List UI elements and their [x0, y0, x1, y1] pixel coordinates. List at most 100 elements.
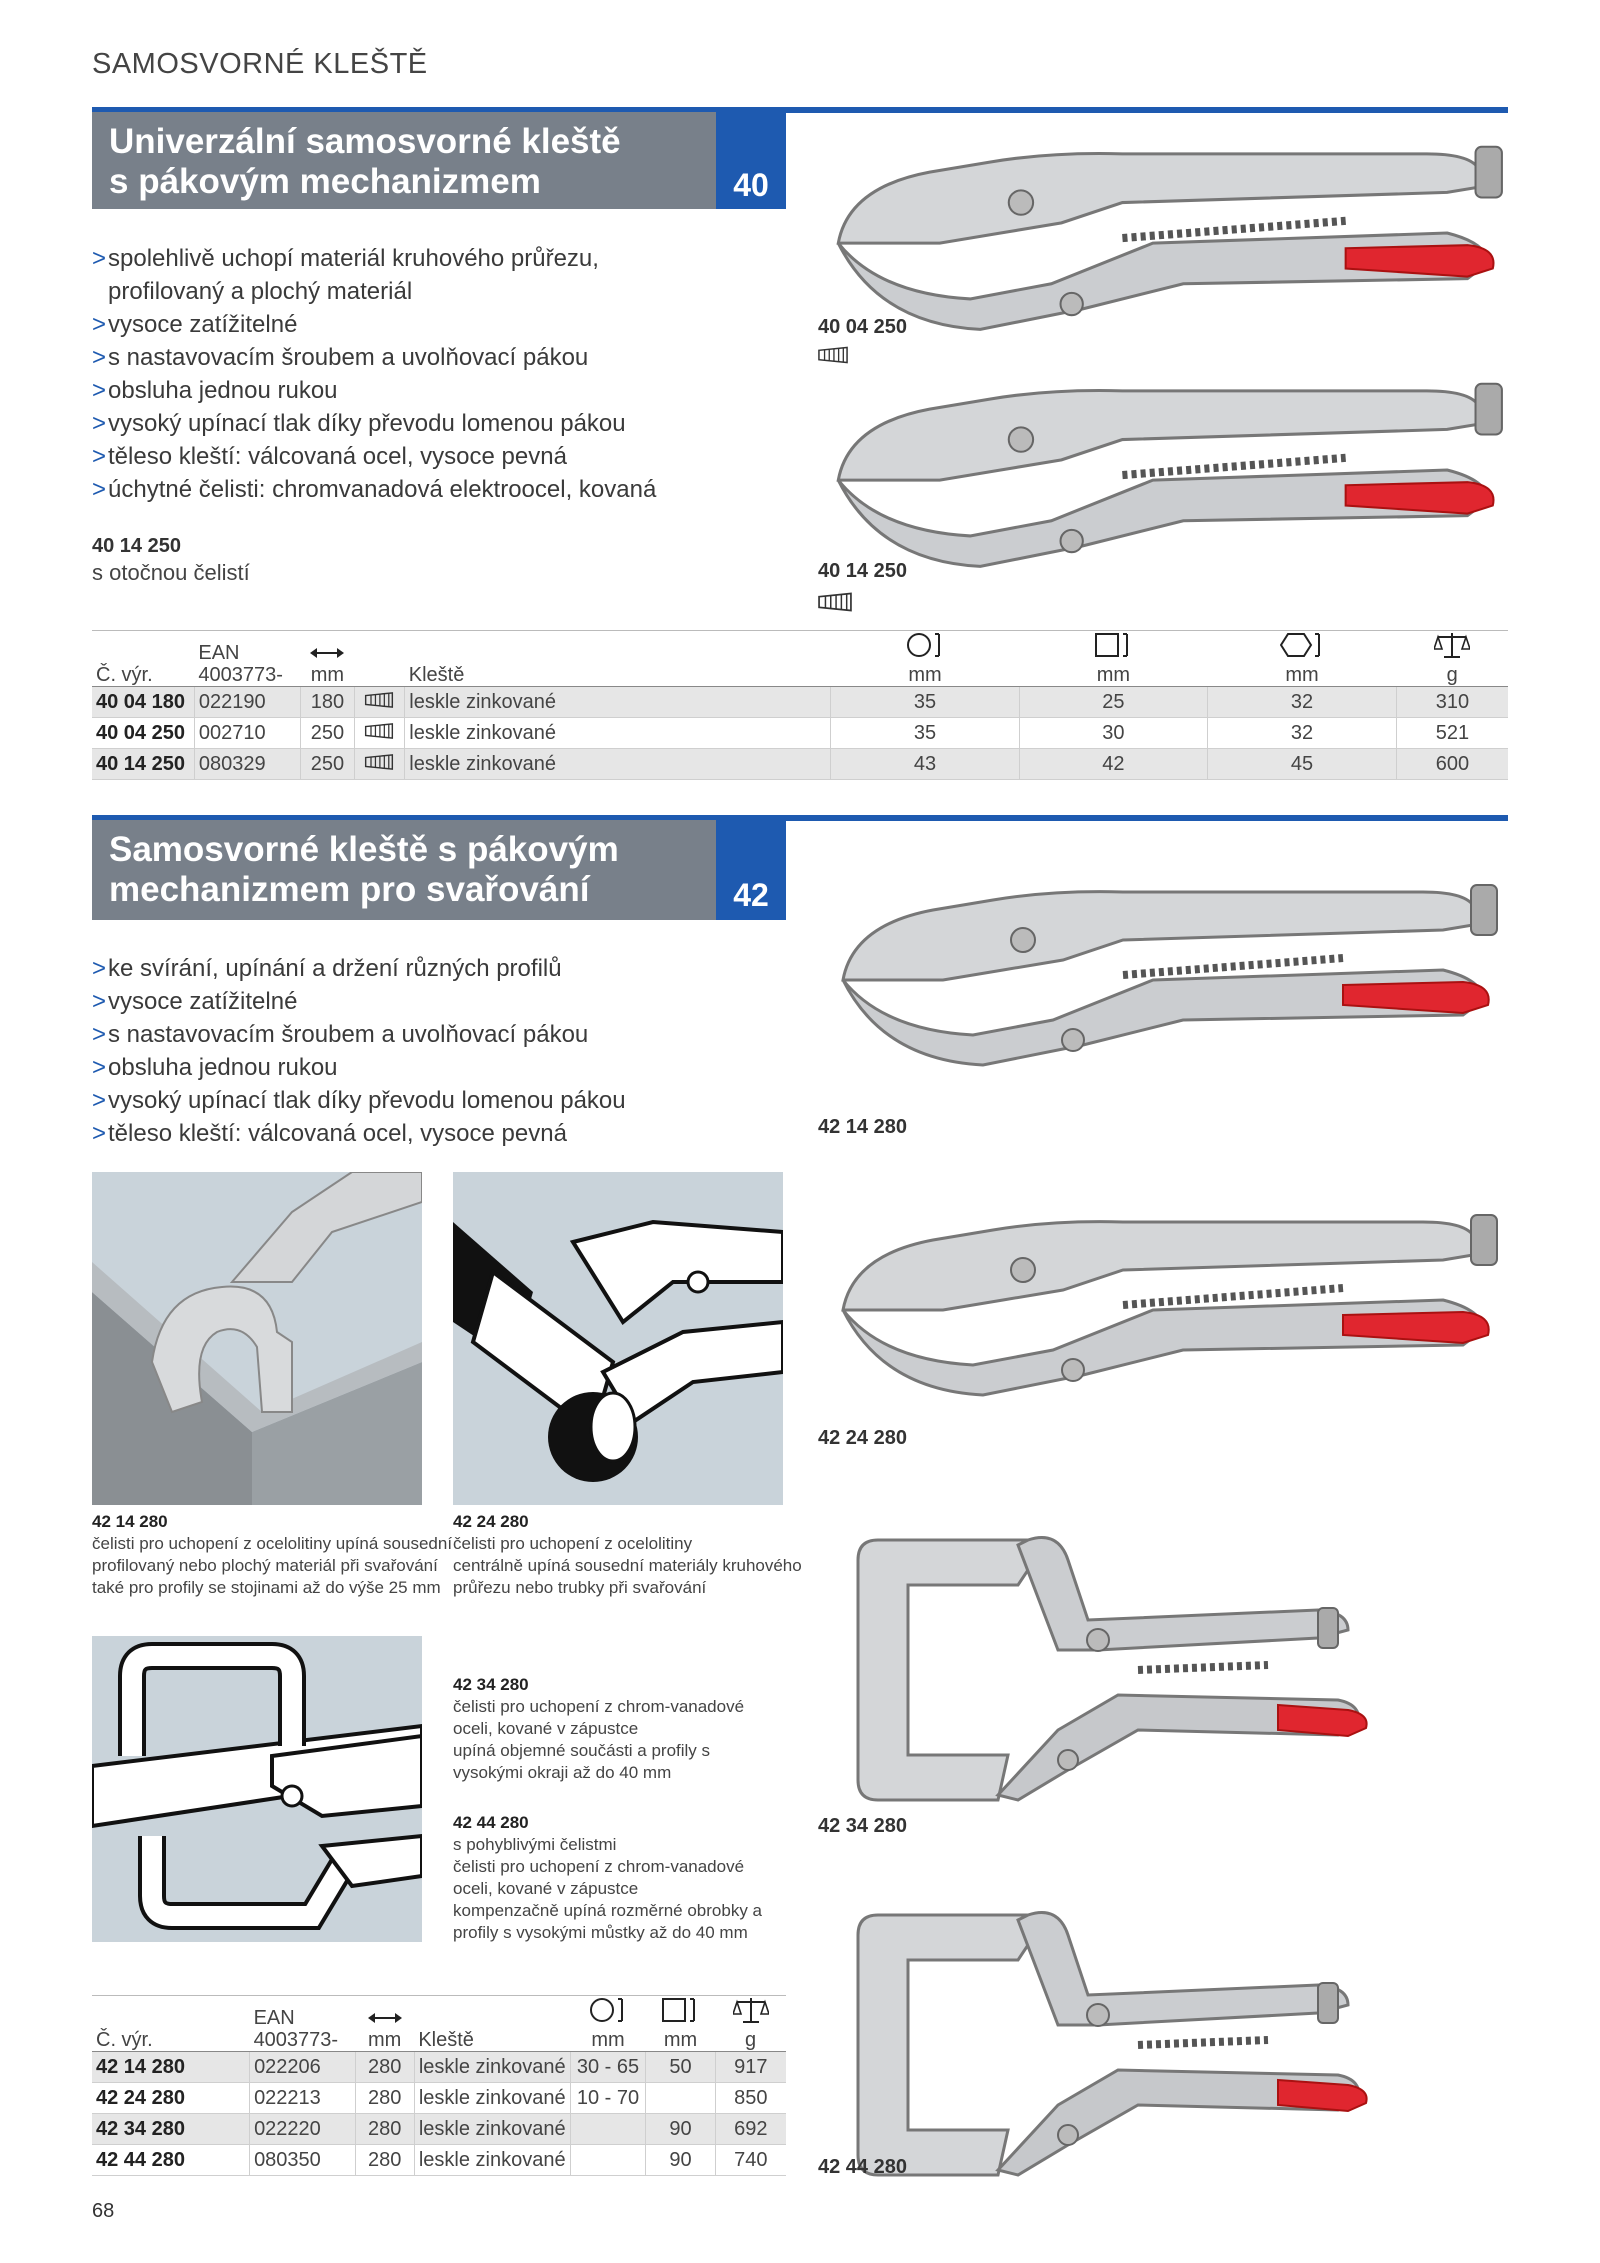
feature-item: úchytné čelisti: chromvanadová elektrooc…: [92, 473, 772, 506]
cell-weight: 692: [714, 2113, 786, 2145]
image-code-40-14-250: 40 14 250: [818, 560, 907, 582]
application-drawing-42-24-280: [453, 1172, 783, 1505]
cell-square: [645, 2082, 716, 2114]
scale-icon: [733, 1996, 769, 2024]
pliers-42-24-280-image: [818, 1200, 1508, 1400]
square-capacity-icon: [660, 1996, 700, 2024]
col-art: Č. výr.: [92, 1995, 250, 2052]
cell-ean: 080350: [249, 2144, 356, 2176]
wedge-icon: [364, 754, 394, 770]
cell-finish: leskle zinkované: [413, 2144, 571, 2176]
section-label: SAMOSVORNÉ KLEŠTĚ: [92, 48, 428, 80]
cell-length: 280: [354, 2144, 415, 2176]
col-round: mm: [830, 630, 1020, 687]
cell-hex: 45: [1207, 748, 1397, 780]
cell-length: 180: [300, 686, 355, 718]
feature-item: vysoce zatížitelné: [92, 985, 772, 1018]
section2-feature-list: ke svírání, upínání a držení různých pro…: [92, 952, 772, 1150]
cell-round: [569, 2144, 646, 2176]
cell-hex: 32: [1207, 686, 1397, 718]
wedge-icon: [364, 692, 394, 708]
round-capacity-icon: [588, 1996, 628, 2024]
cell-shape: [353, 686, 405, 718]
col-length: mm: [355, 1995, 415, 2052]
round-capacity-icon: [905, 631, 945, 659]
cell-length: 280: [354, 2051, 415, 2083]
application-photo-42-14-280: [92, 1172, 422, 1505]
square-capacity-icon: [1093, 631, 1133, 659]
feature-item: spolehlivě uchopí materiál kruhového prů…: [92, 242, 772, 275]
col-length: mm: [300, 630, 355, 687]
cell-length: 250: [300, 717, 355, 749]
section1-title: Univerzální samosvorné kleště s pákovým …: [92, 112, 716, 209]
image-code-42-34-280: 42 34 280: [818, 1815, 907, 1837]
wedge-icon: [818, 346, 848, 364]
cell-art: 40 04 180: [92, 686, 195, 718]
col-kleste: Kleště: [404, 630, 831, 687]
cell-ean: 022206: [249, 2051, 356, 2083]
col-kleste: Kleště: [414, 1995, 571, 2052]
table-row: 42 34 280 022220 280 leskle zinkované 90…: [92, 2113, 786, 2145]
section2-number-badge: 42: [716, 820, 786, 920]
cell-art: 42 34 280: [92, 2113, 250, 2145]
cell-ean: 022213: [249, 2082, 356, 2114]
pliers-40-04-250-image: [818, 128, 1508, 338]
table-row: 40 14 250 080329 250 leskle zinkované 43…: [92, 748, 1508, 780]
cell-finish: leskle zinkované: [404, 717, 831, 749]
application-drawing-42-34-280: [92, 1636, 422, 1942]
cell-shape: [353, 748, 405, 780]
cell-finish: leskle zinkované: [413, 2113, 571, 2145]
cell-finish: leskle zinkované: [404, 748, 831, 780]
pliers-42-14-280-image: [818, 870, 1508, 1070]
image-code-40-04-250: 40 04 250: [818, 316, 907, 338]
cell-art: 40 04 250: [92, 717, 195, 749]
cell-finish: leskle zinkované: [413, 2082, 571, 2114]
feature-item: těleso kleští: válcovaná ocel, vysoce pe…: [92, 1117, 772, 1150]
cell-shape: [353, 717, 405, 749]
cell-round: 43: [830, 748, 1020, 780]
caption-42-14-280: 42 14 280 čelisti pro uchopení z oceloli…: [92, 1512, 453, 1597]
caption-42-24-280: 42 24 280 čelisti pro uchopení z oceloli…: [453, 1512, 802, 1597]
feature-item: vysoký upínací tlak díky převodu lomenou…: [92, 407, 772, 440]
cell-art: 40 14 250: [92, 748, 195, 780]
caption-42-34-280: 42 34 280 čelisti pro uchopení z chrom-v…: [453, 1675, 745, 1782]
feature-item: vysoce zatížitelné: [92, 308, 772, 341]
table-row: 40 04 180 022190 180 leskle zinkované 35…: [92, 686, 1508, 718]
image-code-42-14-280: 42 14 280: [818, 1116, 907, 1138]
feature-item: obsluha jednou rukou: [92, 1051, 772, 1084]
cell-ean: 022190: [193, 686, 301, 718]
cell-square: 90: [645, 2113, 716, 2145]
cell-hex: 32: [1207, 717, 1397, 749]
col-shape: [354, 630, 405, 687]
feature-item: obsluha jednou rukou: [92, 374, 772, 407]
cell-round: 35: [830, 717, 1020, 749]
image-code-42-44-280: 42 44 280: [818, 2156, 907, 2178]
cell-weight: 600: [1395, 748, 1508, 780]
cell-weight: 521: [1395, 717, 1508, 749]
cell-ean: 022220: [249, 2113, 356, 2145]
cell-length: 280: [354, 2082, 415, 2114]
cell-square: 25: [1018, 686, 1208, 718]
feature-item: s nastavovacím šroubem a uvolňovací páko…: [92, 341, 772, 374]
cell-finish: leskle zinkované: [413, 2051, 571, 2083]
length-arrow-icon: [368, 2012, 402, 2024]
cell-art: 42 24 280: [92, 2082, 250, 2114]
col-round: mm: [570, 1995, 646, 2052]
cell-finish: leskle zinkované: [404, 686, 831, 718]
feature-item: ke svírání, upínání a držení různých pro…: [92, 952, 772, 985]
image-code-42-24-280: 42 24 280: [818, 1427, 907, 1449]
feature-item: těleso kleští: válcovaná ocel, vysoce pe…: [92, 440, 772, 473]
table-row: 42 24 280 022213 280 leskle zinkované 10…: [92, 2082, 786, 2114]
section2-top-line: [92, 815, 1508, 821]
feature-item: s nastavovacím šroubem a uvolňovací páko…: [92, 1018, 772, 1051]
section1-feature-list: spolehlivě uchopí materiál kruhového prů…: [92, 242, 772, 506]
section2-title: Samosvorné kleště s pákovým mechanizmem …: [92, 820, 716, 920]
wedge-icon: [364, 723, 394, 739]
cell-art: 42 14 280: [92, 2051, 250, 2083]
col-hex: mm: [1207, 630, 1397, 687]
wedge-icon: [818, 592, 852, 612]
